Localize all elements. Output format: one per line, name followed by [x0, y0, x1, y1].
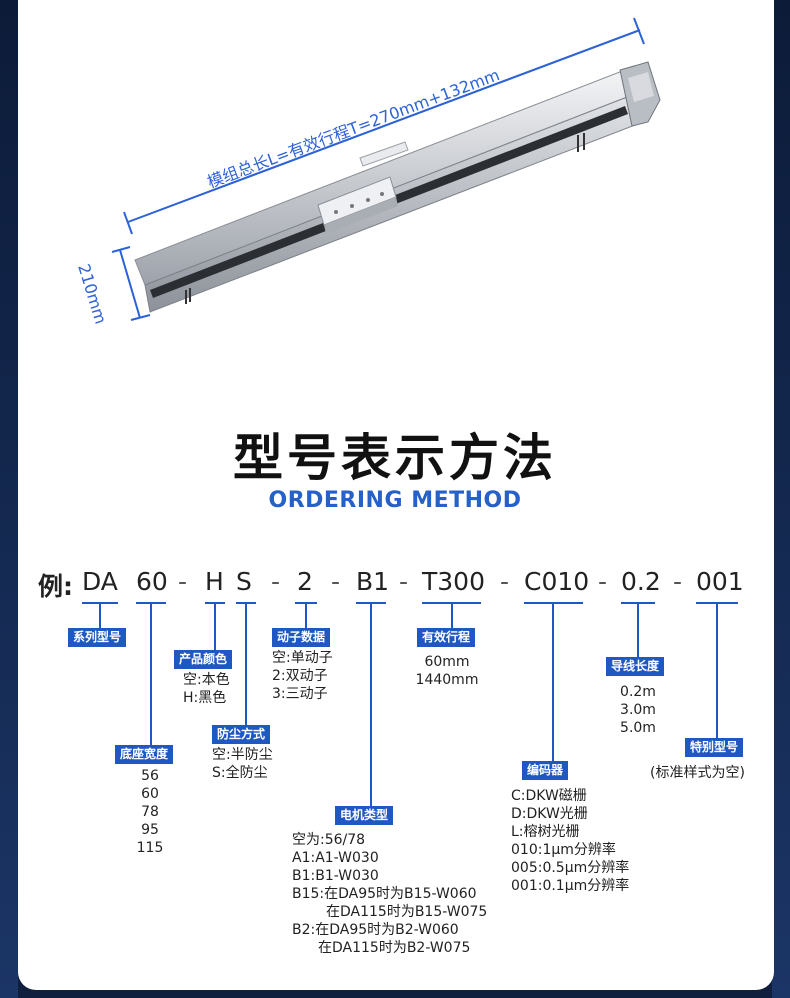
code-seg-cable: 0.2: [621, 567, 661, 596]
option: C:DKW磁栅: [511, 788, 587, 804]
option: 在DA115时为B2-W075: [318, 940, 471, 956]
option: 3.0m: [620, 702, 656, 718]
option: (标准样式为空): [650, 765, 745, 781]
option: 005:0.5μm分辨率: [511, 860, 630, 876]
option: B15:在DA95时为B15-W060: [292, 886, 477, 902]
page-subtitle: ORDERING METHOD: [268, 488, 522, 513]
option: 3:三动子: [272, 686, 328, 702]
code-dash: -: [500, 567, 510, 596]
option: 空:半防尘: [212, 747, 273, 763]
option: A1:A1-W030: [292, 850, 379, 866]
dust-options: 空:半防尘 S:全防尘: [212, 746, 273, 782]
code-dash: -: [673, 567, 683, 596]
option: 0.2m: [620, 684, 656, 700]
badge-special: 特别型号: [685, 738, 744, 757]
code-seg-motor: B1: [356, 567, 390, 596]
code-dash: -: [331, 567, 341, 596]
option: B1:B1-W030: [292, 868, 379, 884]
module-body: [134, 61, 661, 313]
option: 001:0.1μm分辨率: [511, 878, 630, 894]
badge-stroke: 有效行程: [417, 628, 476, 647]
code-dash: -: [271, 567, 281, 596]
height-dimension-line: [111, 246, 151, 321]
page-title: 型号表示方法: [233, 429, 557, 487]
code-dash: -: [178, 567, 188, 596]
option: 2:双动子: [272, 668, 328, 684]
option: 60: [141, 786, 159, 802]
option: 1440mm: [415, 672, 479, 688]
stroke-options: 60mm 1440mm: [408, 653, 486, 689]
code-dash: -: [598, 567, 608, 596]
base-width-options: 56 60 78 95 115: [128, 767, 172, 857]
code-seg-encoder: C010: [524, 567, 590, 596]
option: B2:在DA95时为B2-W060: [292, 922, 459, 938]
encoder-options: C:DKW磁栅 D:DKW光栅 L:榕树光栅 010:1μm分辨率 005:0.…: [511, 787, 629, 895]
code-seg-stroke: T300: [422, 567, 485, 596]
option: 95: [141, 822, 159, 838]
badge-mover: 动子数据: [272, 628, 331, 647]
option: 空:单动子: [272, 650, 333, 666]
option: H:黑色: [183, 690, 227, 706]
motor-options: 空为:56/78 A1:A1-W030 B1:B1-W030 B15:在DA95…: [292, 831, 487, 957]
option: 010:1μm分辨率: [511, 842, 616, 858]
option: 5.0m: [620, 720, 656, 736]
option: 在DA115时为B15-W075: [326, 904, 488, 920]
special-options: (标准样式为空): [650, 764, 745, 782]
code-prefix: 例:: [38, 572, 73, 601]
badge-cable: 导线长度: [606, 657, 665, 676]
background-right: [772, 0, 790, 998]
code-dash: -: [399, 567, 409, 596]
color-options: 空:本色 H:黑色: [183, 671, 230, 707]
option: L:榕树光栅: [511, 824, 580, 840]
badge-base-width: 底座宽度: [115, 745, 174, 764]
code-seg-series: DA: [82, 567, 118, 596]
badge-dust: 防尘方式: [212, 725, 271, 744]
badge-motor: 电机类型: [335, 806, 394, 825]
badge-encoder: 编码器: [522, 761, 569, 780]
option: 78: [141, 804, 159, 820]
badge-color: 产品颜色: [174, 650, 233, 669]
mover-options: 空:单动子 2:双动子 3:三动子: [272, 649, 333, 703]
background-left: [0, 0, 18, 998]
code-seg-mover: 2: [297, 567, 313, 596]
option: 115: [136, 840, 164, 856]
length-dimension-line: [123, 17, 645, 235]
option: 56: [141, 768, 159, 784]
code-seg-width: 60: [136, 567, 168, 596]
linear-module-illustration: 模组总长L=有效行程T=270mm+132mm 210mm: [74, 17, 661, 327]
option: S:全防尘: [212, 765, 268, 781]
option: 空为:56/78: [292, 832, 366, 848]
code-seg-color: H: [205, 567, 224, 596]
option: 空:本色: [183, 672, 230, 688]
cable-options: 0.2m 3.0m 5.0m: [612, 683, 664, 737]
badge-series: 系列型号: [68, 628, 127, 647]
option: D:DKW光栅: [511, 806, 588, 822]
code-seg-dust: S: [236, 567, 252, 596]
height-dimension-label: 210mm: [74, 262, 110, 327]
code-seg-special: 001: [696, 567, 744, 596]
option: 60mm: [424, 654, 470, 670]
